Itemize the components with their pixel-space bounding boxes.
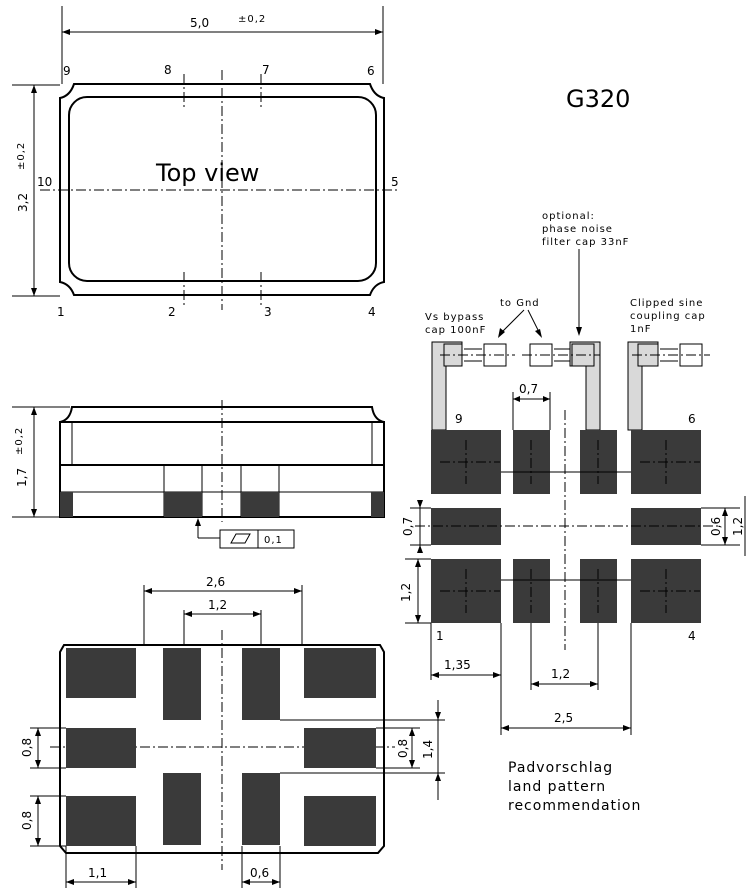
side-height-tol: ±0,2: [14, 427, 25, 455]
lp-pin-6: 6: [688, 412, 696, 426]
bottom-dim-0-8-left: 0,8: [20, 738, 34, 757]
note-optional-2: phase noise: [542, 224, 613, 235]
pin-label-9: 9: [63, 64, 71, 78]
note-vs-2: cap 100nF: [425, 325, 486, 336]
land-pattern: optional: phase noise filter cap 33nF to…: [399, 211, 746, 814]
pin-label-4: 4: [368, 305, 376, 319]
pin-label-7: 7: [262, 63, 270, 77]
bottom-view: 2,6 1,2 0,8 0,8: [20, 575, 445, 888]
note-gnd: to Gnd: [500, 298, 540, 309]
flatness-value: 0,1: [264, 535, 283, 546]
bottom-dim-0-8-bottom-left: 0,8: [20, 811, 34, 830]
lp-pin-1: 1: [436, 629, 444, 643]
pin-label-2: 2: [168, 305, 176, 319]
pin-label-3: 3: [264, 305, 272, 319]
top-width-dim: 5,0: [190, 16, 209, 30]
capacitor-vs: [440, 343, 515, 367]
capacitor-clipped-sine: [632, 343, 710, 367]
lp-caption-2: land pattern: [508, 779, 606, 795]
lp-pin-4: 4: [688, 629, 696, 643]
capacitor-phase-noise: [522, 343, 600, 367]
lp-dim-1-2-left: 1,2: [399, 583, 413, 602]
lp-dim-1-35: 1,35: [444, 658, 471, 672]
flatness-icon: [230, 533, 251, 544]
part-number-title: G320: [566, 85, 630, 113]
lp-pin-9: 9: [455, 412, 463, 426]
bottom-dim-1-1: 1,1: [88, 866, 107, 880]
top-view: 5,0 ±0,2 3,2 ±0,2 Top view 9 8 7 6 10 5 …: [12, 6, 400, 319]
lp-dim-0-7-left: 0,7: [401, 517, 415, 536]
top-view-label: Top view: [155, 159, 259, 187]
lp-dim-0-7-top: 0,7: [519, 382, 538, 396]
bottom-dim-1-4: 1,4: [421, 740, 435, 759]
side-view: 1,7 ±0,2 0,1: [12, 400, 385, 549]
bottom-dim-1-2: 1,2: [208, 598, 227, 612]
top-width-tol: ±0,2: [238, 14, 266, 25]
note-optional-1: optional:: [542, 211, 595, 222]
side-height-dim: 1,7: [15, 468, 29, 487]
bottom-dim-0-8-right: 0,8: [396, 739, 410, 758]
top-height-tol: ±0,2: [16, 142, 27, 170]
pin-label-5: 5: [391, 175, 399, 189]
note-clipped-3: 1nF: [630, 324, 651, 335]
pin-label-10: 10: [37, 175, 52, 189]
note-clipped-2: coupling cap: [630, 311, 706, 322]
note-vs-1: Vs bypass: [425, 312, 484, 323]
pin-label-8: 8: [164, 63, 172, 77]
pin-label-1: 1: [57, 305, 65, 319]
lp-dim-1-2-right: 1,2: [731, 517, 745, 536]
lp-caption-3: recommendation: [508, 798, 641, 814]
note-optional-3: filter cap 33nF: [542, 237, 629, 248]
bottom-dim-2-6: 2,6: [206, 575, 225, 589]
top-height-dim: 3,2: [16, 193, 30, 212]
bottom-dim-0-6: 0,6: [250, 866, 269, 880]
lp-dim-2-5: 2,5: [554, 711, 573, 725]
lp-caption-1: Padvorschlag: [508, 760, 613, 776]
lp-dim-1-2-bottom: 1,2: [551, 667, 570, 681]
note-clipped-1: Clipped sine: [630, 298, 703, 309]
lp-dim-0-6-right: 0,6: [709, 517, 723, 536]
pin-label-6: 6: [367, 64, 375, 78]
